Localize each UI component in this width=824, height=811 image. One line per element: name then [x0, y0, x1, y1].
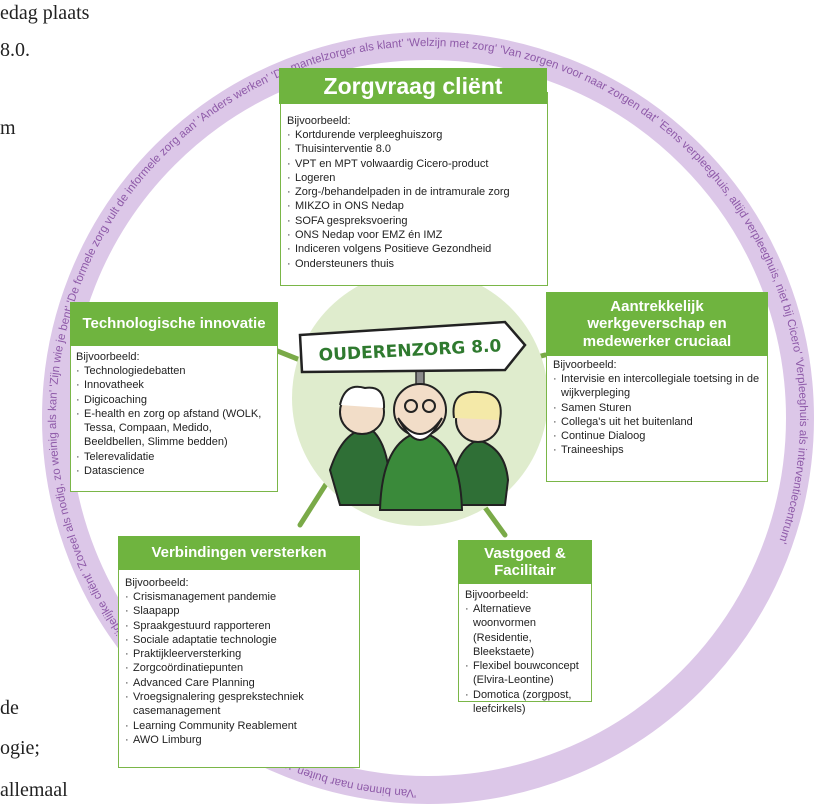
- list-item: VPT en MPT volwaardig Cicero-product: [287, 157, 543, 172]
- figure-center-glasses-right: [422, 399, 436, 413]
- box-technologie-list: Technologiedebatten Innovatheek Digicoac…: [76, 364, 274, 479]
- list-item: Advanced Care Planning: [125, 676, 356, 691]
- list-item: Kortdurende verpleeghuiszorg: [287, 128, 543, 143]
- box-technologische-innovatie: Technologische innovatie Bijvoorbeeld: T…: [70, 302, 278, 492]
- background-text-4: de: [0, 697, 19, 719]
- list-item: Collega's uit het buitenland: [553, 415, 764, 430]
- list-item: Technologiedebatten: [76, 364, 274, 379]
- figure-center-glasses-left: [404, 399, 418, 413]
- elderly-figures-illustration: [328, 383, 510, 511]
- background-text-3: m: [0, 117, 16, 139]
- list-item: Zorg-/behandelpaden in de intramurale zo…: [287, 185, 543, 200]
- list-item: Thuisinterventie 8.0: [287, 142, 543, 157]
- ouderenzorg-sign: OUDERENZORG 8.0: [298, 320, 527, 401]
- background-text-5: ogie;: [0, 737, 40, 759]
- list-item: Innovatheek: [76, 378, 274, 393]
- box-zorgvraag-client: Zorgvraag cliënt Bijvoorbeeld: Kortduren…: [279, 68, 548, 286]
- box-technologie-title: Technologische innovatie: [70, 302, 278, 346]
- box-zorgvraag-title: Zorgvraag cliënt: [279, 68, 547, 104]
- box-vastgoed-facilitair: Vastgoed & Facilitair Bijvoorbeeld: Alte…: [458, 540, 592, 715]
- background-text-6: allemaal: [0, 779, 68, 801]
- box-zorgvraag-lead: Bijvoorbeeld:: [287, 115, 351, 127]
- figure-left-hair: [339, 385, 386, 409]
- list-item: Continue Dialoog: [553, 429, 764, 444]
- sign-board: [298, 320, 527, 374]
- connector-left: [272, 347, 303, 363]
- box-verbindingen-lead: Bijvoorbeeld:: [125, 577, 189, 589]
- box-verbindingen-title: Verbindingen versterken: [118, 536, 360, 570]
- list-item: Samen Sturen: [553, 401, 764, 416]
- list-item: Praktijkleerversterking: [125, 647, 356, 662]
- list-item: AWO Limburg: [125, 733, 356, 748]
- box-vastgoed-lead: Bijvoorbeeld:: [465, 589, 529, 601]
- list-item: Traineeships: [553, 443, 764, 458]
- box-werkgever-lead: Bijvoorbeeld:: [553, 359, 617, 371]
- box-zorgvraag-list: Kortdurende verpleeghuiszorg Thuisinterv…: [287, 128, 543, 271]
- list-item: Digicoaching: [76, 393, 274, 408]
- list-item: Logeren: [287, 171, 543, 186]
- figure-center-head: [393, 383, 447, 437]
- list-item: Sociale adaptatie technologie: [125, 633, 356, 648]
- list-item: ONS Nedap voor EMZ én IMZ: [287, 228, 543, 243]
- list-item: Intervisie en intercollegiale toetsing i…: [553, 372, 764, 401]
- list-item: Zorgcoördinatiepunten: [125, 661, 356, 676]
- list-item: Spraakgestuurd rapporteren: [125, 619, 356, 634]
- box-aantrekkelijk-werkgeverschap: Aantrekkelijk werkgeverschap en medewerk…: [546, 292, 768, 482]
- background-text-1: edag plaats: [0, 2, 90, 24]
- figure-right-hair: [452, 390, 502, 421]
- list-item: MIKZO in ONS Nedap: [287, 199, 543, 214]
- list-item: SOFA gespreksvoering: [287, 214, 543, 229]
- list-item: Ondersteuners thuis: [287, 257, 543, 272]
- list-item: Domotica (zorgpost, leefcirkels): [465, 688, 589, 717]
- box-vastgoed-title: Vastgoed & Facilitair: [458, 540, 592, 584]
- outer-ring: [42, 32, 814, 804]
- figure-center-beard: [397, 417, 443, 442]
- list-item: Crisismanagement pandemie: [125, 590, 356, 605]
- list-item: E-health en zorg op afstand (WOLK, Tessa…: [76, 407, 274, 450]
- list-item: Datascience: [76, 464, 274, 479]
- list-item: Alternatieve woonvormen (Residentie, Ble…: [465, 602, 589, 659]
- background-text-2: 8.0.: [0, 39, 30, 61]
- list-item: Flexibel bouwconcept (Elvira-Leontine): [465, 659, 589, 688]
- list-item: Learning Community Reablement: [125, 719, 356, 734]
- box-werkgever-title: Aantrekkelijk werkgeverschap en medewerk…: [546, 292, 768, 356]
- box-vastgoed-list: Alternatieve woonvormen (Residentie, Ble…: [465, 602, 589, 716]
- list-item: Telerevalidatie: [76, 450, 274, 465]
- list-item: Vroegsignalering gesprekstechniek casema…: [125, 690, 356, 719]
- box-verbindingen-versterken: Verbindingen versterken Bijvoorbeeld: Cr…: [118, 536, 360, 768]
- list-item: Indiceren volgens Positieve Gezondheid: [287, 242, 543, 257]
- box-verbindingen-list: Crisismanagement pandemie Slaapapp Spraa…: [125, 590, 356, 748]
- list-item: Slaapapp: [125, 604, 356, 619]
- box-technologie-lead: Bijvoorbeeld:: [76, 351, 140, 363]
- box-werkgever-list: Intervisie en intercollegiale toetsing i…: [553, 372, 764, 458]
